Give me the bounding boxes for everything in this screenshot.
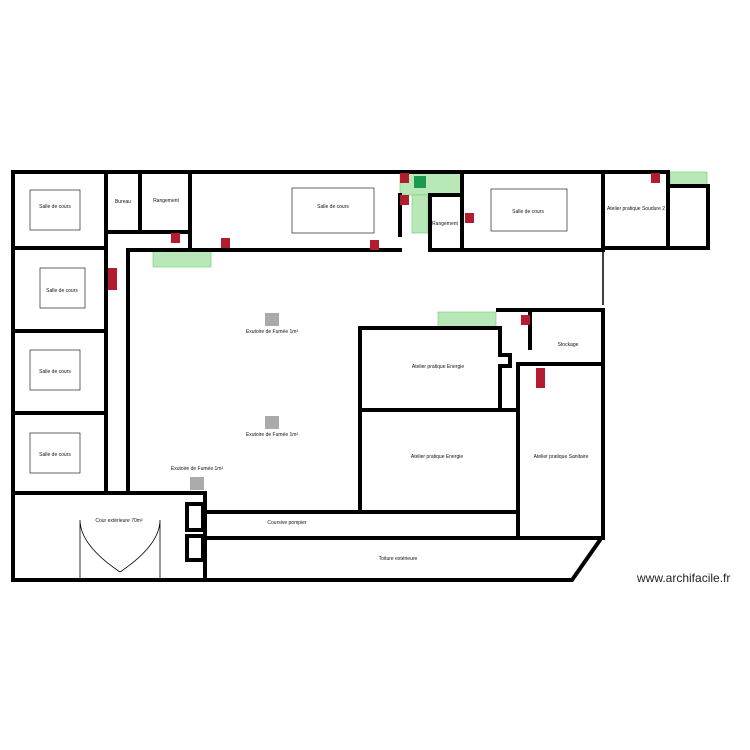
fire-extinguisher-icon	[370, 240, 379, 250]
fire-extinguisher-icon	[108, 268, 117, 290]
room-label: Bureau	[115, 199, 131, 205]
room-label: Salle de cours	[512, 209, 544, 215]
fire-extinguisher-icon	[465, 213, 474, 223]
furniture	[29, 187, 568, 580]
room-label: Coursive pompier	[267, 520, 307, 526]
room-label: Salle de cours	[39, 452, 71, 458]
fire-extinguisher-icons	[108, 173, 660, 388]
walls	[11, 170, 710, 582]
room-label: Atelier pratique Energie	[411, 454, 463, 460]
room-label: Salle de cours	[39, 204, 71, 210]
vent-label: Exutoire de Fumée 1m²	[246, 432, 299, 438]
fire-extinguisher-icon	[521, 315, 530, 325]
stairs	[669, 171, 708, 187]
room-label: Cour extérieure 70m²	[95, 518, 143, 524]
smoke-vent-icon	[190, 477, 204, 490]
fire-extinguisher-icon	[400, 173, 409, 183]
room-label: Salle de cours	[317, 204, 349, 210]
watermark: www.archifacile.fr	[637, 571, 731, 585]
room-label: Toiture extérieure	[379, 556, 418, 562]
smoke-vent-icon	[265, 416, 279, 429]
fire-extinguisher-icon	[651, 173, 660, 183]
fire-extinguisher-icon	[400, 195, 409, 205]
room-label: Atelier pratique Sanitaire	[534, 454, 589, 460]
fire-extinguisher-icon	[171, 233, 180, 243]
stairs	[411, 194, 429, 234]
room-labels: Salle de cours Salle de cours Salle de c…	[39, 198, 665, 562]
fire-extinguisher-icon	[221, 238, 230, 248]
fire-extinguisher-icon	[536, 368, 545, 388]
room-label: Atelier pratique Soudure 2	[607, 206, 665, 212]
room-label: Salle de cours	[39, 369, 71, 375]
smoke-vent-icon	[265, 313, 279, 326]
landing	[399, 172, 462, 196]
room-label: Stockage	[558, 342, 579, 348]
room-label: Rangement	[432, 221, 458, 227]
vent-label: Exutoire de Fumée 1m²	[171, 466, 224, 472]
room-label: Atelier pratique Energie	[412, 364, 464, 370]
emergency-exit-icon	[414, 176, 426, 188]
stairs	[437, 311, 497, 328]
stairs	[152, 250, 212, 268]
vent-label: Exutoire de Fumée 1m²	[246, 329, 299, 335]
room-label: Rangement	[153, 198, 179, 204]
room-label: Salle de cours	[46, 288, 78, 294]
